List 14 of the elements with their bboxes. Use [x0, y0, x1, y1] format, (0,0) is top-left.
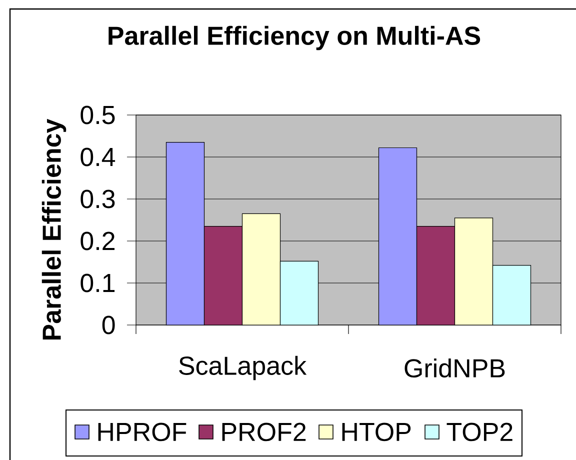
category-label: GridNPB	[404, 358, 505, 378]
category-label: ScaLapack	[179, 356, 307, 380]
tick-label: 0.1	[80, 274, 115, 292]
legend-label: HPROF	[98, 422, 186, 442]
tick-label: 0.3	[80, 190, 115, 208]
legend-label: HTOP	[342, 422, 411, 442]
tick-label: 0.5	[80, 106, 115, 124]
legend-label: PROF2	[222, 422, 306, 442]
tick-label: 0.4	[80, 148, 116, 166]
chart-title: Parallel Efficiency on Multi-AS	[108, 26, 480, 50]
legend-label: TOP2	[446, 422, 512, 442]
tick-label: 0.2	[80, 232, 114, 250]
axis-title: Parallel Efficiency	[42, 118, 66, 340]
tick-label: 0	[102, 316, 115, 334]
